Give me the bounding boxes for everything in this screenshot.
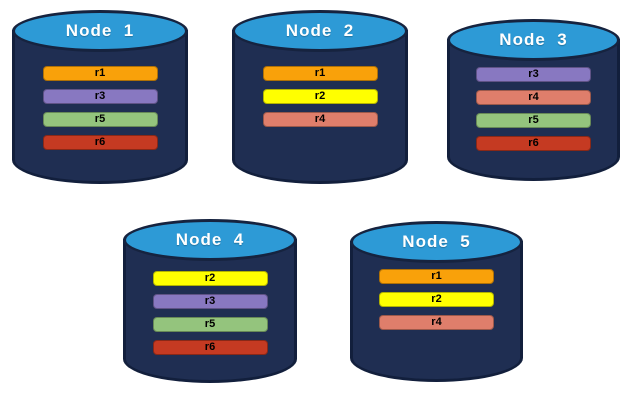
cylinder-body [12,30,188,184]
replica-bar-r2: r2 [379,292,494,307]
replica-bar-r1: r1 [262,66,378,81]
node-title: Node 3 [499,30,568,49]
node-cylinder-2: Node 2 r1 r2 r4 [232,10,408,184]
replica-bar-r4: r4 [476,90,591,105]
cylinder-body [447,39,620,181]
cylinder-body [123,239,297,383]
node-title: Node 1 [65,21,135,40]
replica-bar-r6: r6 [152,340,268,355]
replica-bar-r6: r6 [476,136,591,151]
replica-bar-r1: r1 [42,66,158,81]
cylinder-top: Node 2 [232,10,408,52]
node-title: Node 2 [285,21,355,40]
replica-list: r2 r3 r5 r6 [123,271,297,363]
node-cylinder-4: Node 4 r2 r3 r5 r6 [123,219,297,383]
cylinder-body [232,30,408,184]
replica-bar-r3: r3 [152,294,268,309]
replica-list: r1 r2 r4 [350,269,523,338]
cylinder-body [350,241,523,382]
replica-list: r1 r3 r5 r6 [12,66,188,158]
node-title: Node 4 [175,230,245,249]
replica-bar-r5: r5 [476,113,591,128]
cylinder-top: Node 1 [12,10,188,52]
cylinder-top: Node 3 [447,19,620,61]
node-cylinder-5: Node 5 r1 r2 r4 [350,221,523,382]
node-title: Node 5 [402,232,471,251]
replica-bar-r4: r4 [262,112,378,127]
replica-list: r1 r2 r4 [232,66,408,135]
replica-bar-r2: r2 [262,89,378,104]
replica-bar-r3: r3 [42,89,158,104]
replica-bar-r3: r3 [476,67,591,82]
replica-bar-r6: r6 [42,135,158,150]
cylinder-top: Node 4 [123,219,297,261]
replica-list: r3 r4 r5 r6 [447,67,620,159]
node-cylinder-1: Node 1 r1 r3 r5 r6 [12,10,188,184]
replica-bar-r2: r2 [152,271,268,286]
node-cylinder-3: Node 3 r3 r4 r5 r6 [447,19,620,181]
cylinder-top: Node 5 [350,221,523,263]
replica-bar-r5: r5 [152,317,268,332]
replica-bar-r4: r4 [379,315,494,330]
replica-bar-r1: r1 [379,269,494,284]
replica-bar-r5: r5 [42,112,158,127]
